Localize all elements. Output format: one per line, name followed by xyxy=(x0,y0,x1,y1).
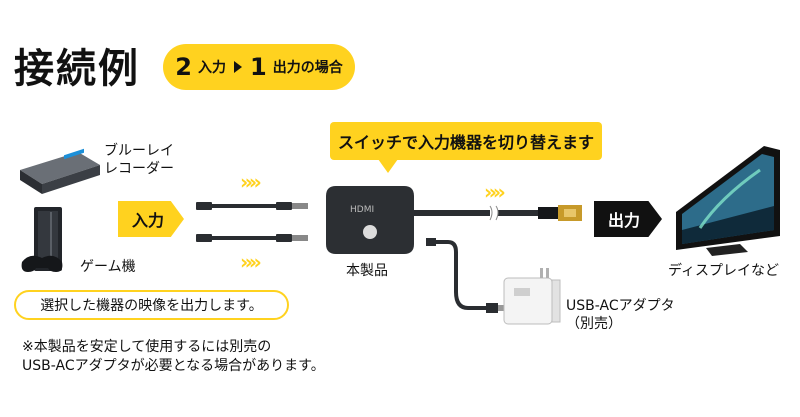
input-cable-bottom xyxy=(196,234,308,242)
game-label: ゲーム機 xyxy=(80,259,136,275)
chevron-icon: »» xyxy=(240,170,262,194)
product-label: 本製品 xyxy=(346,263,388,279)
chevron-icon: »» xyxy=(484,180,506,204)
hdmi-switch-image: HDMI xyxy=(326,186,414,254)
footnote: ※本製品を安定して使用するには別売の USB-ACアダプタが必要となる場合があり… xyxy=(22,339,325,374)
input-count: 2 xyxy=(175,53,192,81)
output-arrow: 出力 xyxy=(594,201,662,237)
bluray-label: ブルーレイ レコーダー xyxy=(104,143,174,177)
switch-callout: スイッチで入力機器を切り替えます xyxy=(330,122,602,160)
case-badge: 2 入力 1 出力の場合 xyxy=(163,44,355,90)
product-print: HDMI xyxy=(350,205,374,215)
bluray-recorder-image xyxy=(20,148,100,194)
chevron-icon: »» xyxy=(240,250,262,274)
ac-adapter-image xyxy=(503,268,561,325)
display-image xyxy=(676,146,780,256)
output-note: 選択した機器の映像を出力します。 xyxy=(14,290,289,320)
triangle-icon xyxy=(234,61,242,73)
page-title: 接続例 xyxy=(14,46,140,92)
display-label: ディスプレイなど xyxy=(668,263,780,279)
game-console-image xyxy=(21,207,63,272)
adapter-label: USB-ACアダプタ （別売） xyxy=(566,298,675,332)
usb-power-cable xyxy=(426,238,504,313)
input-cable-top xyxy=(196,202,308,210)
input-count-label: 入力 xyxy=(198,60,226,76)
output-count-label: 出力の場合 xyxy=(272,60,343,76)
callout-tail xyxy=(378,159,398,173)
output-count: 1 xyxy=(250,53,267,81)
output-cable xyxy=(414,205,582,221)
input-arrow: 入力 xyxy=(118,201,184,237)
